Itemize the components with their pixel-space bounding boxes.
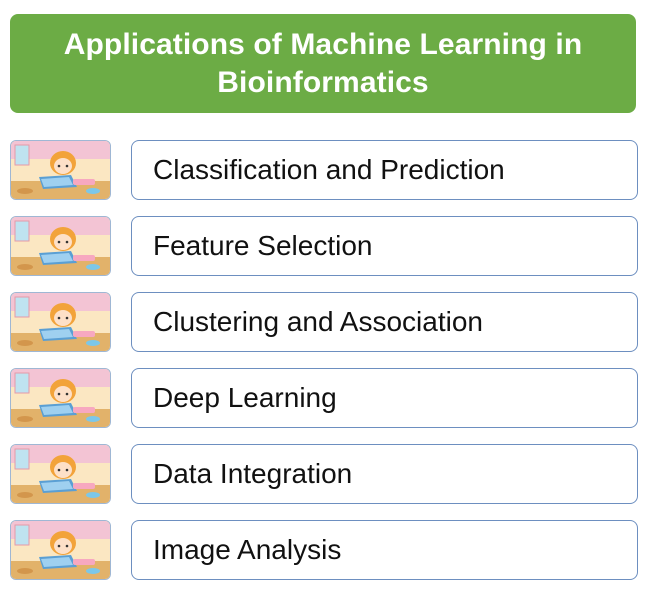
item-label: Deep Learning [153,382,337,413]
item-label: Data Integration [153,458,353,489]
list-item: Data Integration [10,444,638,506]
list-item: Clustering and Association [10,292,638,354]
student-laptop-illustration [10,520,111,580]
list-item: Deep Learning [10,368,638,430]
label-box: Feature Selection [131,216,638,276]
label-box: Clustering and Association [131,292,638,352]
label-box: Data Integration [131,444,638,504]
student-laptop-illustration [10,292,111,352]
list-item: Feature Selection [10,216,638,278]
list-item: Image Analysis [10,520,638,582]
student-laptop-illustration [10,444,111,504]
item-label: Clustering and Association [153,306,483,337]
item-label: Feature Selection [153,230,373,261]
item-label: Image Analysis [153,534,342,565]
label-box: Deep Learning [131,368,638,428]
label-box: Image Analysis [131,520,638,580]
student-laptop-illustration [10,368,111,428]
item-label: Classification and Prediction [153,154,505,185]
label-box: Classification and Prediction [131,140,638,200]
student-laptop-illustration [10,140,111,200]
header-banner: Applications of Machine Learning in Bioi… [10,14,636,113]
page-title: Applications of Machine Learning in Bioi… [63,27,583,99]
list-item: Classification and Prediction [10,140,638,202]
student-laptop-illustration [10,216,111,276]
